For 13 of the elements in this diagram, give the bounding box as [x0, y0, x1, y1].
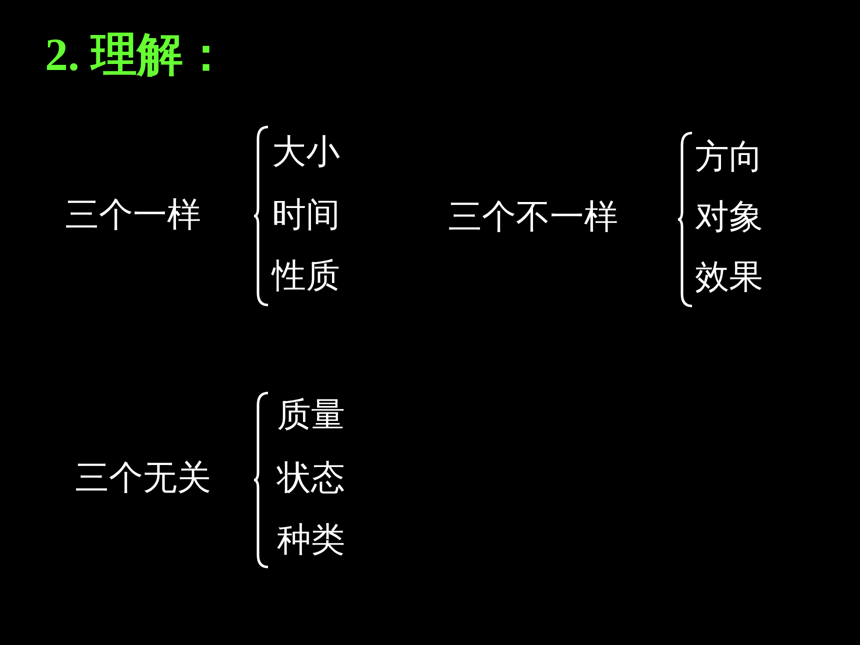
item-label: 大小 [272, 135, 340, 169]
item-label: 质量 [277, 398, 345, 432]
item-label: 状态 [277, 461, 345, 495]
group-heading: 三个不一样 [448, 200, 618, 234]
item-label: 性质 [272, 259, 340, 293]
group-heading: 三个一样 [65, 198, 201, 232]
item-label: 时间 [272, 198, 340, 232]
item-label: 种类 [277, 523, 345, 557]
item-label: 方向 [695, 140, 763, 174]
title: 2. 理解： [45, 32, 229, 78]
group-heading: 三个无关 [75, 461, 211, 495]
item-label: 对象 [695, 200, 763, 234]
item-label: 效果 [695, 260, 763, 294]
